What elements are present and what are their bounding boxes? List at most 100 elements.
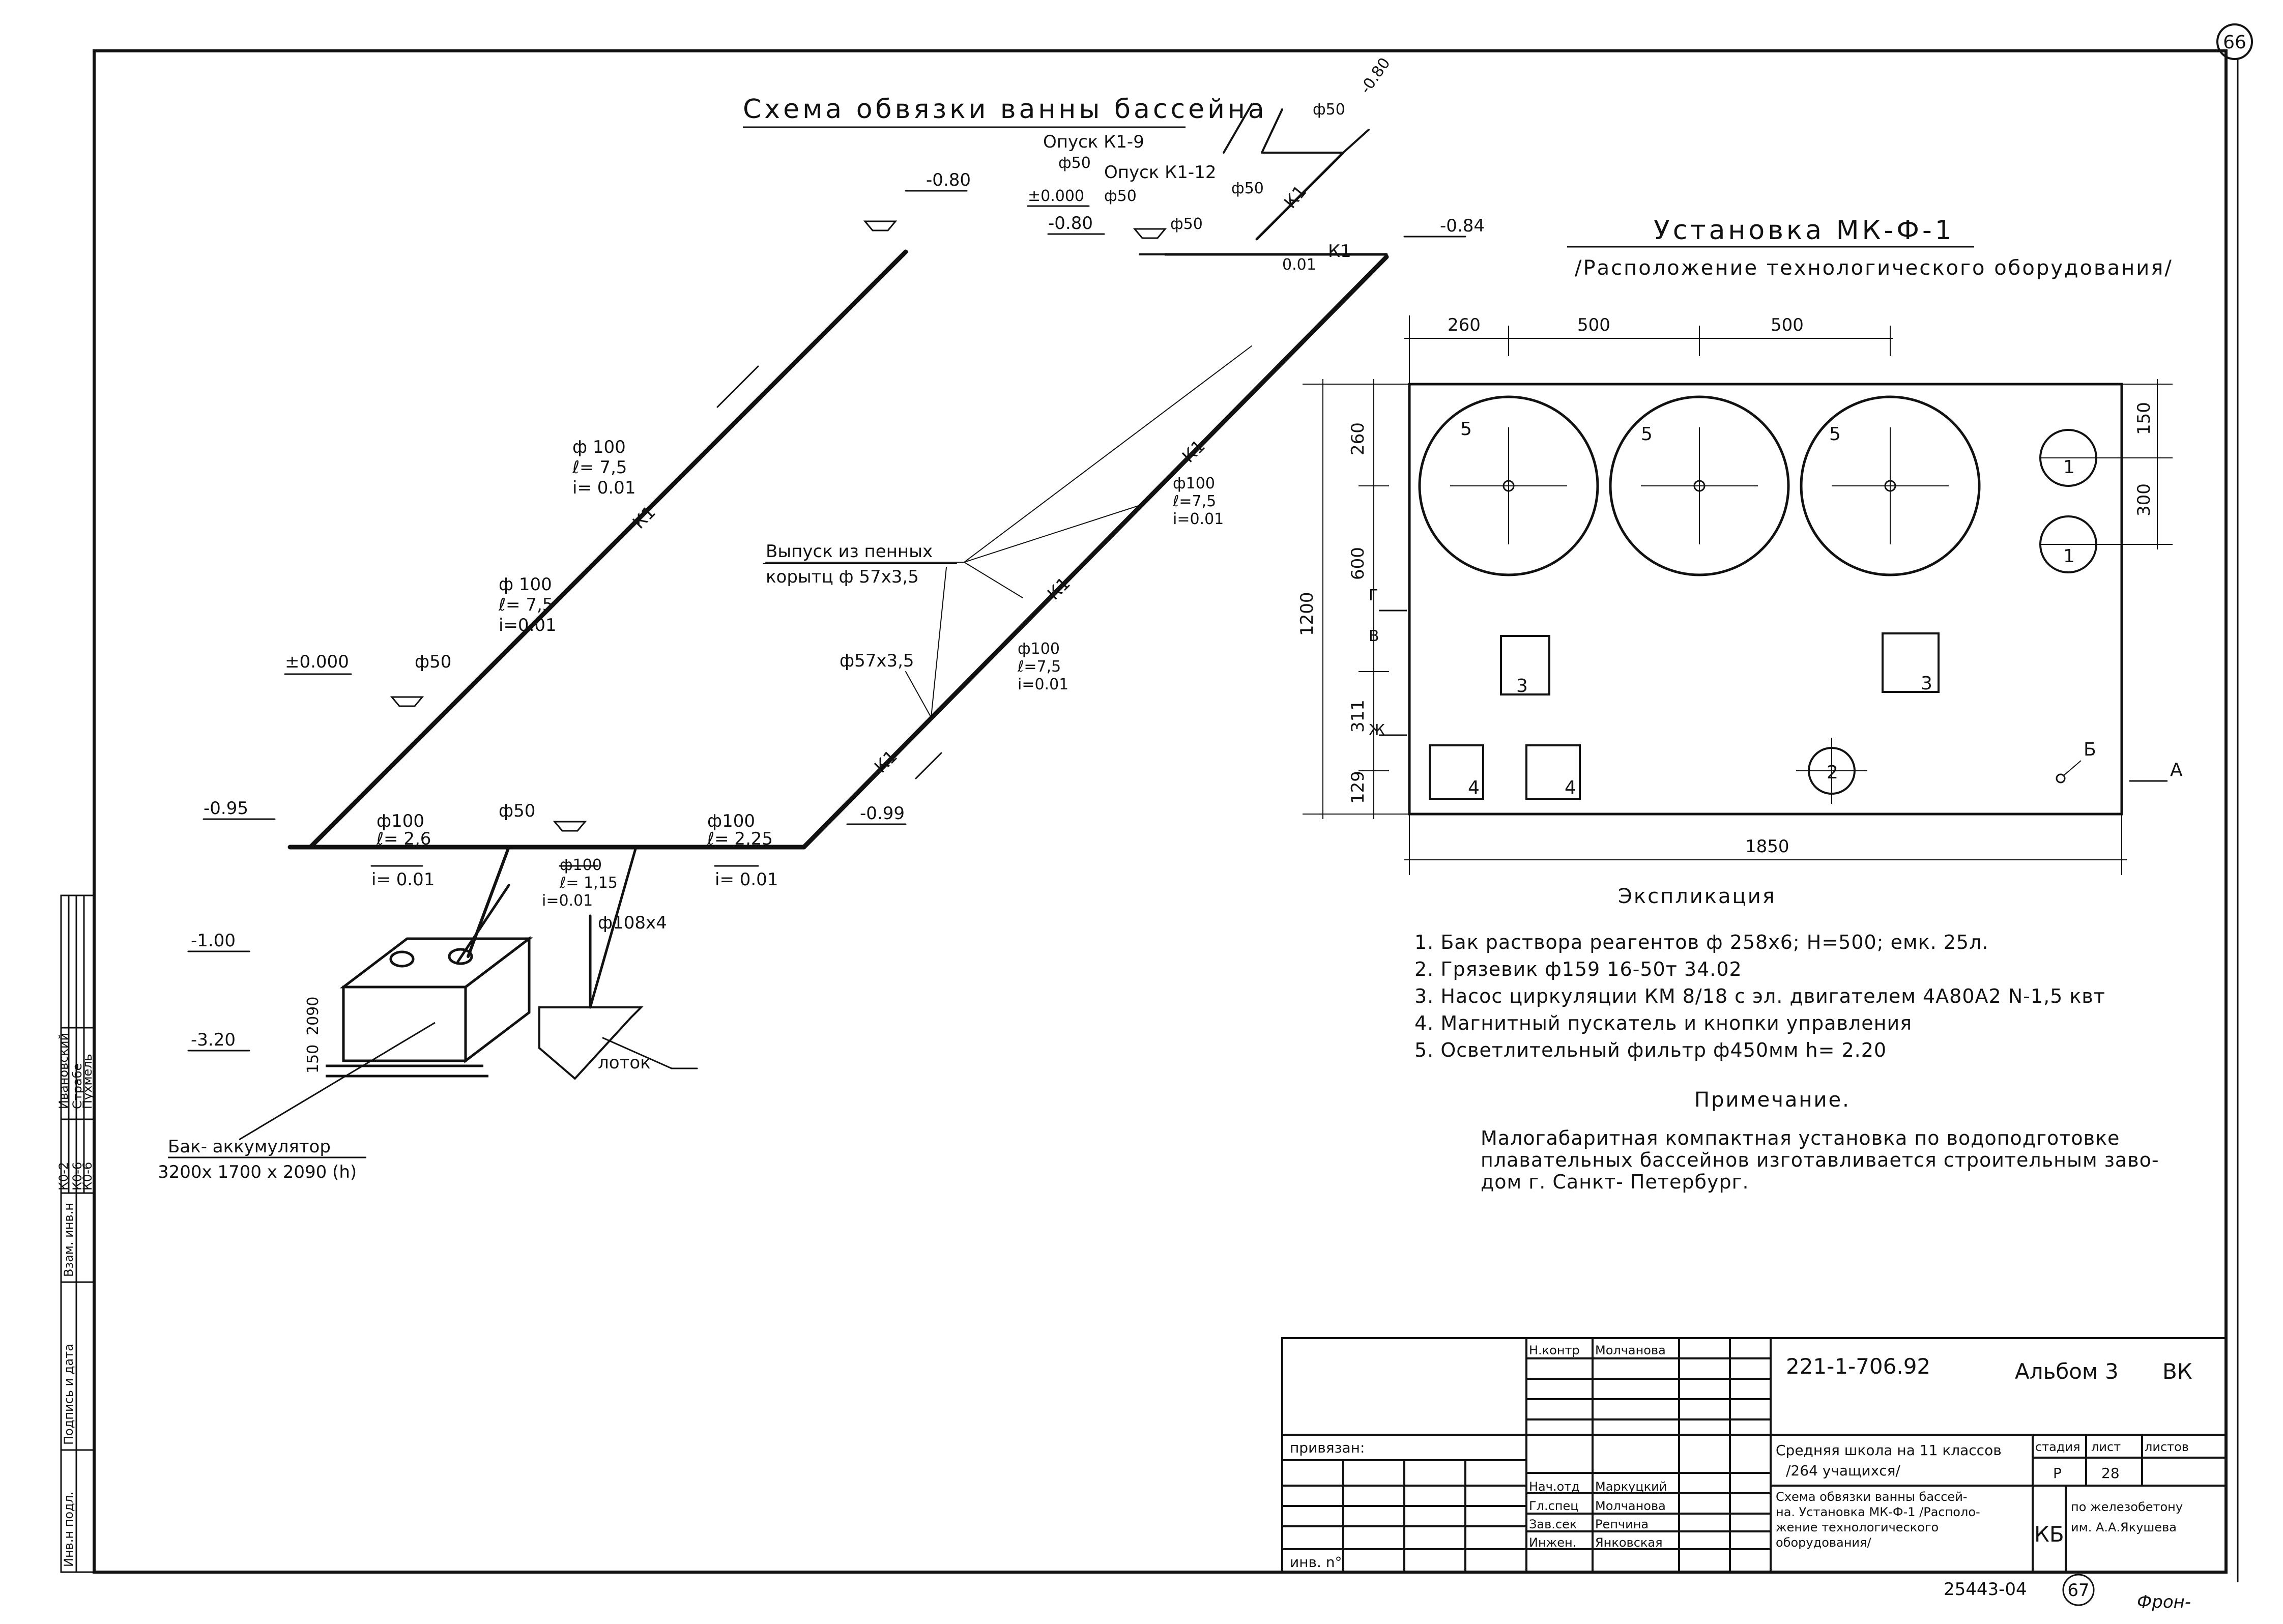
pipe-right2-slope: i=0.01 — [1173, 510, 1224, 528]
legend-item-2: 2. Грязевик ф159 16-50т 34.02 — [1414, 958, 1742, 980]
pipe-right-diameter: ф100 — [1018, 640, 1060, 658]
side-name-3: Пухмель — [80, 1054, 95, 1109]
drain-funnel-top — [863, 220, 898, 231]
tb-stage: Р — [2053, 1465, 2062, 1482]
legend-item-4: 4. Магнитный пускатель и кнопки управлен… — [1414, 1012, 1912, 1034]
mkf-title: Установка МК-Ф-1 — [1654, 215, 1955, 246]
tank-name: Бак- аккумулятор — [168, 1137, 331, 1157]
h-seg3-diameter: ф100 — [707, 811, 755, 831]
marker-filter-c: 5 — [1829, 424, 1841, 445]
flow-arrow-right — [915, 752, 942, 779]
label-elev-m080-top-right: -0.80 — [1356, 54, 1394, 97]
pipe-top-branch3 — [1342, 129, 1370, 154]
page-number-circle — [2216, 23, 2253, 60]
mkf-subtitle: /Расположение технологического оборудова… — [1575, 256, 2173, 280]
legend-item-1: 1. Бак раствора реагентов ф 258х6; H=500… — [1414, 931, 1988, 953]
sheet-frame — [93, 49, 2228, 1574]
h-seg1-length: ℓ= 2,6 — [376, 829, 431, 849]
pipe-to-lotok — [589, 846, 638, 1009]
tb-project-code: 221-1-706.92 — [1786, 1354, 1930, 1379]
tb-role-4: Зав.сек — [1529, 1517, 1577, 1531]
legend-title: Экспликация — [1618, 885, 1776, 908]
marker-starter-b: 4 — [1565, 777, 1576, 798]
pipe-upper-slope: i= 0.01 — [572, 478, 635, 498]
mkf-plan — [1303, 315, 2173, 875]
accumulator-tank — [239, 936, 533, 1141]
label-d50-left: ф50 — [415, 652, 451, 672]
label-d50-a: ф50 — [1058, 154, 1091, 172]
tb-role-1: Н.контр — [1529, 1343, 1580, 1357]
marker-arrow-a: А — [2170, 760, 2183, 780]
pipe-right2-diameter: ф100 — [1173, 475, 1215, 492]
drain-funnel-mid — [553, 821, 587, 832]
pipe-upper-diameter: ф 100 — [572, 437, 626, 457]
legend-item-5: 5. Осветлительный фильтр ф450мм h= 2.20 — [1414, 1039, 1887, 1061]
label-elev-pm000-left: ±0.000 — [285, 652, 349, 672]
pipe-to-tank — [467, 846, 510, 958]
pipe-k1-right — [801, 254, 1389, 850]
filter-circle-b — [1609, 395, 1790, 576]
dim-top-500a: 500 — [1577, 315, 1610, 335]
h-seg1-slope: i= 0.01 — [371, 869, 435, 890]
tb-inv: инв. n° — [1290, 1554, 1342, 1571]
pipe-top-branch — [1255, 151, 1345, 241]
lotok-leader — [602, 1037, 673, 1069]
tb-school-line1: Средняя школа на 11 классов — [1776, 1442, 2002, 1459]
note-line-2: плавательных бассейнов изготавливается с… — [1481, 1149, 2159, 1171]
label-d50-d: ф50 — [1231, 180, 1264, 197]
marker-mud-trap: 2 — [1827, 762, 1838, 783]
pipe-right-length: ℓ=7,5 — [1017, 658, 1061, 676]
pipe-to-tank2 — [456, 884, 510, 963]
tb-sheet-line3: жение технологического — [1776, 1520, 1939, 1534]
dim-bottom-1850: 1850 — [1745, 836, 1789, 857]
label-d50-mid: ф50 — [499, 801, 535, 821]
tb-section: ВК — [2162, 1359, 2192, 1384]
outlet-line-5 — [905, 671, 932, 718]
dim-top-500b: 500 — [1771, 315, 1804, 335]
pipe-k1-upper — [308, 249, 908, 850]
label-opusk-k1-12: Опуск К1-12 — [1104, 162, 1216, 183]
tb-privyazan: привязан: — [1290, 1439, 1365, 1456]
pipe-right-slope: i=0.01 — [1018, 676, 1068, 693]
marker-arrow-v: В — [1369, 627, 1379, 645]
tb-name-4: Репчина — [1595, 1517, 1649, 1531]
pipe-funnel-drop2 — [1261, 108, 1283, 154]
tank-leader — [239, 1022, 436, 1141]
label-elev-pm000-top: ±0.000 — [1028, 187, 1084, 205]
tb-name-3: Молчанова — [1595, 1499, 1666, 1513]
tb-role-2: Нач.отд — [1529, 1480, 1580, 1494]
dim-top-260: 260 — [1448, 315, 1481, 335]
marker-arrow-g: Г — [1369, 587, 1378, 604]
side-col-3: Взам. инв.н — [62, 1203, 76, 1277]
marker-tank-a: 1 — [2063, 457, 2075, 478]
starter-a — [1429, 744, 1484, 800]
tb-sheet-line1: Схема обвязки ванны бассей- — [1776, 1490, 1967, 1504]
h-seg2-slope: i=0.01 — [542, 892, 593, 910]
marker-arrow-zh: Ж — [1369, 721, 1385, 739]
outlet-line-1 — [964, 345, 1252, 563]
tb-sheet-line4: оборудования/ — [1776, 1535, 1871, 1550]
page-bottom-circle — [2062, 1574, 2095, 1606]
side-code-1: К0-2 — [56, 1162, 71, 1191]
pipe-right2-length: ℓ=7,5 — [1172, 492, 1216, 510]
filter-circle-a — [1418, 395, 1599, 576]
note-line-3: дом г. Санкт- Петербург. — [1481, 1171, 1749, 1193]
note-title: Примечание. — [1694, 1088, 1851, 1112]
dim-left-1200: 1200 — [1297, 592, 1317, 636]
label-elev-m080-mid: -0.80 — [1048, 213, 1093, 234]
marker-starter-a: 4 — [1468, 777, 1480, 798]
label-elev-m320: -3.20 — [191, 1030, 236, 1050]
tb-role-3: Гл.спец — [1529, 1499, 1579, 1513]
tb-role-5: Инжен. — [1529, 1535, 1576, 1550]
pump-a — [1500, 635, 1550, 695]
tb-org-line2: им. А.А.Якушева — [2071, 1520, 2177, 1534]
legend-item-3: 3. Насос циркуляции КМ 8/18 с эл. двигат… — [1414, 985, 2105, 1007]
starter-b — [1525, 744, 1581, 800]
dim-right-150: 150 — [2134, 402, 2154, 435]
label-d50-e: ф50 — [1170, 215, 1203, 233]
h-seg2-length: ℓ= 1,15 — [559, 874, 618, 892]
note-line-1: Малогабаритная компактная установка по в… — [1481, 1127, 2120, 1149]
tb-school-line2: /264 учащихся/ — [1786, 1462, 1900, 1479]
side-col-2: Подпись и дата — [62, 1344, 76, 1445]
h-seg1-diameter: ф100 — [377, 811, 424, 831]
